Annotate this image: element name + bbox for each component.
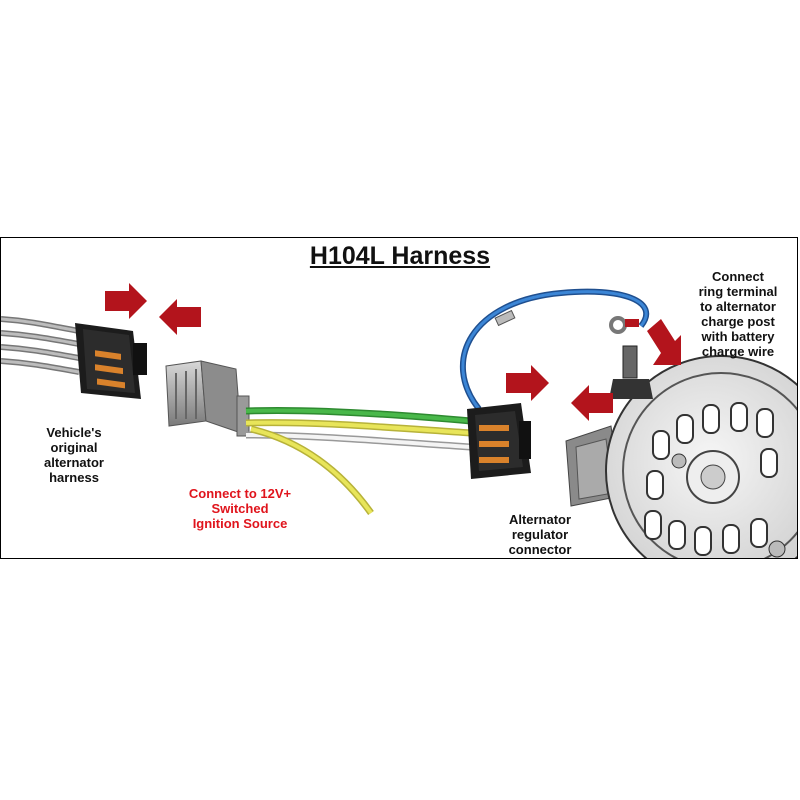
- regulator-connector: [467, 403, 531, 479]
- harness-male-connector: [165, 360, 250, 437]
- ring-terminal-label-line-1: Connect: [712, 269, 764, 284]
- ignition-label-line-1: Connect to 12V+: [188, 486, 292, 501]
- diagram-frame: [0, 237, 798, 559]
- ring-terminal-label-line-5: with battery: [701, 329, 775, 344]
- vehicle-harness-label-line-2: original: [50, 440, 98, 455]
- vehicle-harness-wires: [1, 316, 80, 375]
- ignition-label-line-3: Ignition Source: [192, 516, 288, 531]
- ring-terminal-label-line-6: charge wire: [701, 344, 775, 359]
- blue-charge-wire: [459, 288, 650, 411]
- regulator-label-line-2: regulator: [511, 527, 569, 542]
- regulator-label-line-3: connector: [508, 542, 572, 557]
- ring-terminal-icon: [609, 316, 639, 334]
- vehicle-harness-label-line-3: alternator: [44, 455, 104, 470]
- ring-terminal-label-line-4: charge post: [701, 314, 775, 329]
- regulator-label-line-1: Alternator: [508, 512, 572, 527]
- harness-illustration: [1, 283, 797, 558]
- vehicle-harness-label-line-1: Vehicle's: [46, 425, 102, 440]
- ignition-label-line-2: Switched: [211, 501, 269, 516]
- ring-terminal-label: Connect ring terminal to alternator char…: [682, 269, 794, 359]
- red-arrow-icon: [105, 283, 681, 421]
- vehicle-harness-label: Vehicle's original alternator harness: [24, 425, 124, 485]
- vehicle-harness-connector: [75, 323, 147, 399]
- vehicle-harness-label-line-4: harness: [49, 470, 99, 485]
- ring-terminal-label-line-3: to alternator: [700, 299, 776, 314]
- alternator: [565, 345, 797, 558]
- ring-terminal-label-line-2: ring terminal: [698, 284, 778, 299]
- page-title: H104L Harness: [309, 242, 491, 270]
- harness-wires: [245, 406, 472, 516]
- regulator-label: Alternator regulator connector: [490, 512, 590, 557]
- ignition-label: Connect to 12V+ Switched Ignition Source: [170, 486, 310, 531]
